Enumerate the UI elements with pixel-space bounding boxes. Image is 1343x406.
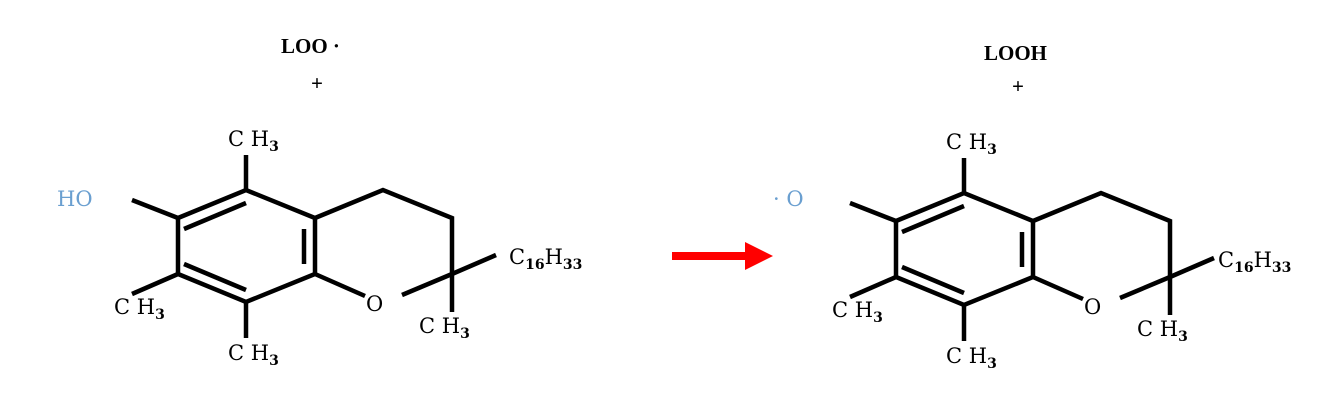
methyl-c2-label: C H3	[1137, 317, 1188, 345]
methyl-left-label: C H3	[114, 295, 165, 323]
methyl-top-label: C H3	[946, 130, 997, 158]
ring-oxygen-label: O	[1084, 295, 1101, 319]
ring-oxygen-label: O	[366, 292, 383, 316]
tocopheroxyl-radical-molecule: · O C H3 C H3 C H3 O C H3 C16H33	[773, 130, 1291, 372]
methyl-top-label: C H3	[228, 127, 279, 155]
plus-sign: +	[1012, 74, 1024, 98]
methyl-c2-label: C H3	[419, 314, 470, 342]
peroxyl-radical-label: LOO ·	[281, 34, 340, 58]
side-chain-label: C16H33	[509, 245, 582, 273]
reaction-arrow	[672, 242, 773, 270]
methyl-bottom-label: C H3	[228, 341, 279, 369]
plus-sign: +	[311, 71, 323, 95]
bonds	[131, 155, 497, 338]
methyl-bottom-label: C H3	[946, 344, 997, 372]
methyl-left-label: C H3	[832, 298, 883, 326]
hydroxyl-label: HO	[57, 187, 93, 211]
oxy-radical-label: · O	[773, 187, 804, 211]
bonds	[849, 158, 1215, 341]
tocopherol-molecule: HO C H3 C H3 C H3 O C H3 C16H33	[57, 127, 582, 369]
side-chain-label: C16H33	[1218, 248, 1291, 276]
hydroperoxide-label: LOOH	[984, 41, 1047, 65]
